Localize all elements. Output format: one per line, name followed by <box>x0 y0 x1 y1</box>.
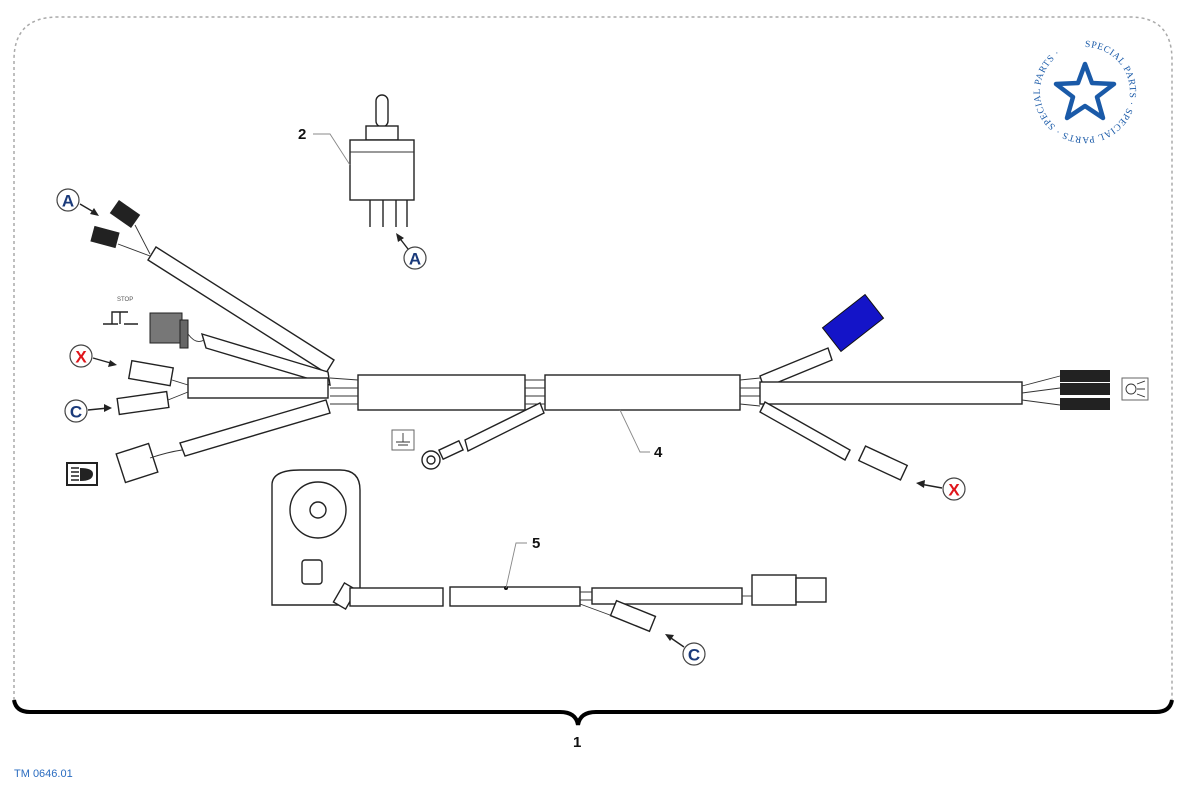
blue-connector <box>821 293 885 353</box>
callout-A-left: A <box>56 188 99 216</box>
svg-text:X: X <box>948 481 960 500</box>
svg-text:STOP: STOP <box>117 297 133 303</box>
callout-A-switch: A <box>396 233 427 270</box>
sensor-harness <box>271 469 827 633</box>
svg-text:C: C <box>70 403 82 422</box>
svg-text:X: X <box>75 348 87 367</box>
grey-connector <box>149 312 183 344</box>
svg-text:C: C <box>688 646 700 665</box>
special-parts-badge: SPECIAL PARTS · SPECIAL PARTS · SPECIAL … <box>1033 40 1137 144</box>
ground-symbol <box>391 429 415 451</box>
headlight-symbol <box>66 462 98 486</box>
main-harness <box>90 199 1110 484</box>
black-terminal <box>1060 398 1110 410</box>
stop-switch-symbol: STOP <box>103 297 138 325</box>
svg-text:A: A <box>62 192 74 211</box>
callout-X-left: X <box>69 344 117 368</box>
black-terminal <box>1060 383 1110 395</box>
part-label-sensor-harness: 5 <box>532 535 540 552</box>
callout-C-left: C <box>64 399 112 423</box>
part-label-switch: 2 <box>298 126 306 143</box>
svg-text:SPECIAL PARTS · SPECIAL PARTS: SPECIAL PARTS · SPECIAL PARTS · SPECIAL … <box>1033 40 1137 144</box>
assembly-brace <box>12 699 1174 726</box>
drawing-reference: TM 0646.01 <box>14 768 73 780</box>
black-terminal <box>109 199 141 229</box>
assembly-number: 1 <box>573 734 581 751</box>
callout-C-bottom: C <box>665 634 706 666</box>
part-label-harness: 4 <box>654 444 663 461</box>
callout-X-right: X <box>916 477 966 501</box>
toggle-switch <box>349 94 415 227</box>
sensor-connector <box>751 574 797 606</box>
svg-text:A: A <box>409 250 421 269</box>
black-terminal <box>90 225 120 249</box>
black-terminal <box>1060 370 1110 382</box>
lamp-symbol <box>1121 377 1149 401</box>
star-icon <box>1053 61 1117 121</box>
